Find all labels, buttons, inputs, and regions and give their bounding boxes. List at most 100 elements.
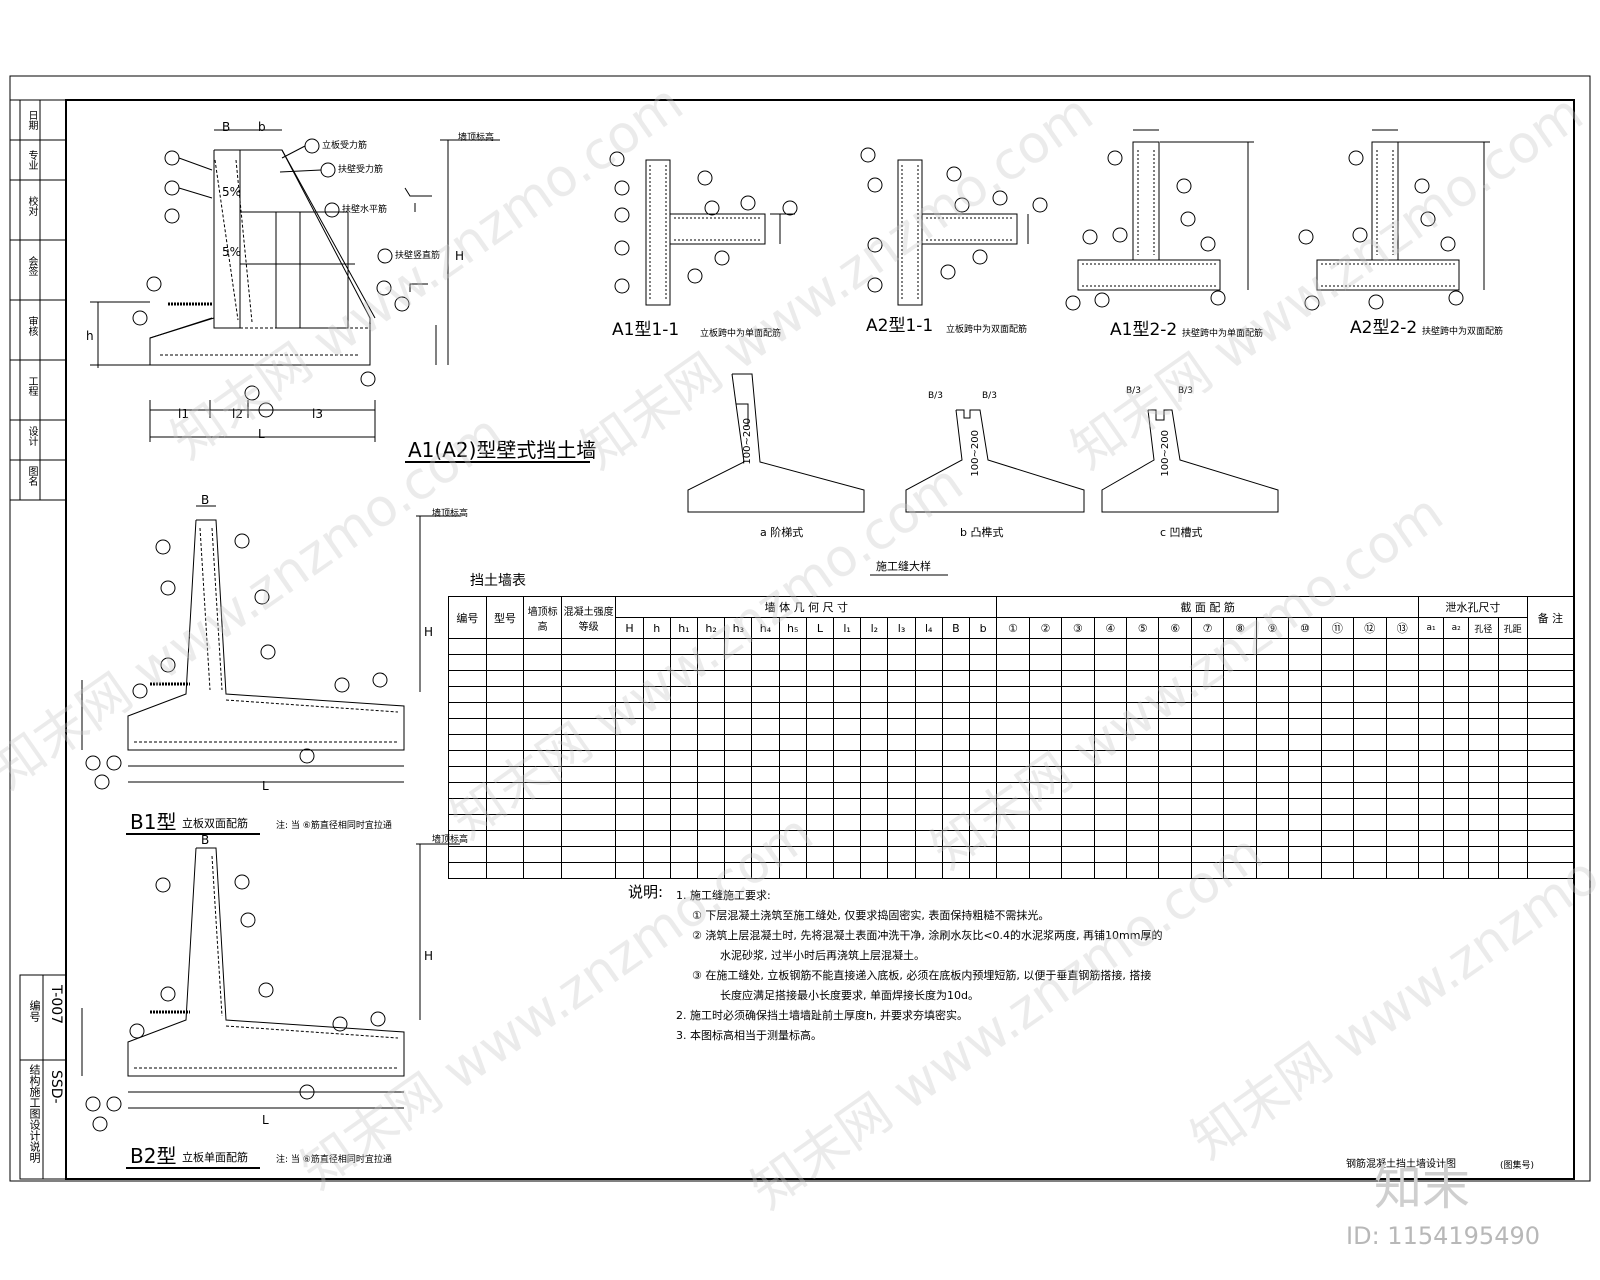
note-line: 长度应满足搭接最小长度要求, 单面焊接长度为10d。 bbox=[720, 989, 979, 1002]
table-cell bbox=[1353, 862, 1387, 879]
table-cell bbox=[669, 782, 698, 799]
table-cell bbox=[778, 638, 807, 655]
table-cell bbox=[1443, 814, 1470, 831]
table-cell bbox=[669, 718, 698, 735]
table-cell bbox=[1320, 846, 1355, 863]
table-cell bbox=[941, 734, 971, 751]
table-cell bbox=[1417, 638, 1445, 655]
geom-col-header: B bbox=[941, 617, 971, 639]
geom-col-header: h₅ bbox=[778, 617, 807, 639]
joint-b-tongue bbox=[905, 409, 1085, 513]
table-cell bbox=[1526, 814, 1575, 831]
table-cell bbox=[1497, 638, 1528, 655]
outer-frame bbox=[9, 75, 1591, 1182]
dim-l1: l1 bbox=[178, 407, 189, 421]
note-line: ③ 在施工缝处, 立板钢筋不能直接递入底板, 必须在底板内预埋短筋, 以便于垂直… bbox=[692, 969, 1152, 982]
table-cell bbox=[1497, 654, 1528, 671]
table-cell bbox=[1353, 702, 1387, 719]
table-cell bbox=[1255, 702, 1290, 719]
table-row bbox=[448, 654, 1575, 671]
table-cell bbox=[1028, 654, 1063, 671]
table-cell bbox=[1190, 798, 1225, 815]
side-panel-item: 工程 bbox=[26, 376, 37, 396]
table-caption: 挡土墙表 bbox=[470, 573, 526, 589]
retaining-wall-table: 编号型号墙顶标高混凝土强度等级墙 体 几 何 尺 寸截 面 配 筋泄水孔尺寸备 … bbox=[448, 596, 1575, 879]
table-cell bbox=[941, 654, 971, 671]
table-cell bbox=[485, 686, 525, 703]
joint-c-b3: B/3 bbox=[1126, 386, 1141, 396]
drawing-number: T-007 bbox=[48, 985, 64, 1025]
table-cell bbox=[1443, 862, 1470, 879]
table-cell bbox=[860, 814, 889, 831]
geom-col-header: h bbox=[642, 617, 671, 639]
table-cell bbox=[1255, 750, 1290, 767]
table-cell bbox=[1417, 654, 1445, 671]
table-cell bbox=[1497, 830, 1528, 847]
table-cell bbox=[832, 670, 862, 687]
table-cell bbox=[669, 862, 698, 879]
side-panel-item: 会签 bbox=[26, 256, 37, 276]
table-cell bbox=[1255, 830, 1290, 847]
table-cell bbox=[969, 734, 998, 751]
side-label: 编号 bbox=[28, 1000, 41, 1022]
table-cell bbox=[1443, 670, 1470, 687]
table-cell bbox=[1526, 782, 1575, 799]
table-cell bbox=[1288, 686, 1322, 703]
table-cell bbox=[1255, 686, 1290, 703]
table-cell bbox=[560, 814, 617, 831]
geom-col-header: L bbox=[805, 617, 835, 639]
rebar-col-header: ④ bbox=[1093, 617, 1128, 639]
table-cell bbox=[1288, 846, 1322, 863]
a1-rebar-callouts bbox=[132, 138, 410, 418]
table-cell bbox=[1526, 862, 1575, 879]
table-cell bbox=[696, 766, 726, 783]
table-cell bbox=[696, 862, 726, 879]
b2-note: 注: 当 ⑥筋直径相同时宜拉通 bbox=[276, 1155, 392, 1165]
table-cell bbox=[1093, 798, 1128, 815]
table-cell bbox=[1417, 702, 1445, 719]
table-cell bbox=[696, 718, 726, 735]
table-cell bbox=[1061, 862, 1095, 879]
table-cell bbox=[751, 686, 780, 703]
table-cell bbox=[1158, 782, 1192, 799]
table-cell bbox=[560, 862, 617, 879]
table-cell bbox=[941, 718, 971, 735]
table-cell bbox=[696, 750, 726, 767]
table-cell bbox=[1288, 830, 1322, 847]
b1-top-elev: 墙顶标高 bbox=[432, 509, 469, 519]
table-cell bbox=[1288, 782, 1322, 799]
table-cell bbox=[642, 862, 671, 879]
table-cell bbox=[448, 670, 487, 687]
table-cell bbox=[1061, 654, 1095, 671]
table-cell bbox=[860, 750, 889, 767]
table-cell bbox=[860, 782, 889, 799]
table-cell bbox=[1526, 686, 1575, 703]
table-cell bbox=[448, 686, 487, 703]
table-cell bbox=[523, 862, 562, 879]
table-cell bbox=[1061, 814, 1095, 831]
table-cell bbox=[969, 702, 998, 719]
table-cell bbox=[1443, 734, 1470, 751]
table-cell bbox=[887, 750, 916, 767]
table-cell bbox=[1385, 782, 1420, 799]
table-cell bbox=[1288, 814, 1322, 831]
a1-11-note: 立板跨中为单面配筋 bbox=[700, 329, 782, 339]
table-cell bbox=[1320, 862, 1355, 879]
table-cell bbox=[642, 766, 671, 783]
table-cell bbox=[996, 654, 1030, 671]
table-cell bbox=[560, 798, 617, 815]
table-cell bbox=[1417, 686, 1445, 703]
table-header-row: 编号型号墙顶标高混凝土强度等级墙 体 几 何 尺 寸截 面 配 筋泄水孔尺寸备 … bbox=[448, 596, 1575, 639]
bottom-stamp: (图集号) bbox=[1500, 1161, 1535, 1171]
note-line: 1. 施工缝施工要求: bbox=[676, 889, 771, 902]
dim-H: H bbox=[455, 249, 465, 263]
table-cell bbox=[1497, 750, 1528, 767]
table-cell bbox=[1126, 782, 1160, 799]
table-cell bbox=[860, 798, 889, 815]
table-cell bbox=[832, 718, 862, 735]
table-cell bbox=[485, 638, 525, 655]
joint-title: 施工缝大样 bbox=[876, 560, 931, 573]
table-cell bbox=[832, 846, 862, 863]
table-cell bbox=[1190, 750, 1225, 767]
table-cell bbox=[1190, 718, 1225, 735]
